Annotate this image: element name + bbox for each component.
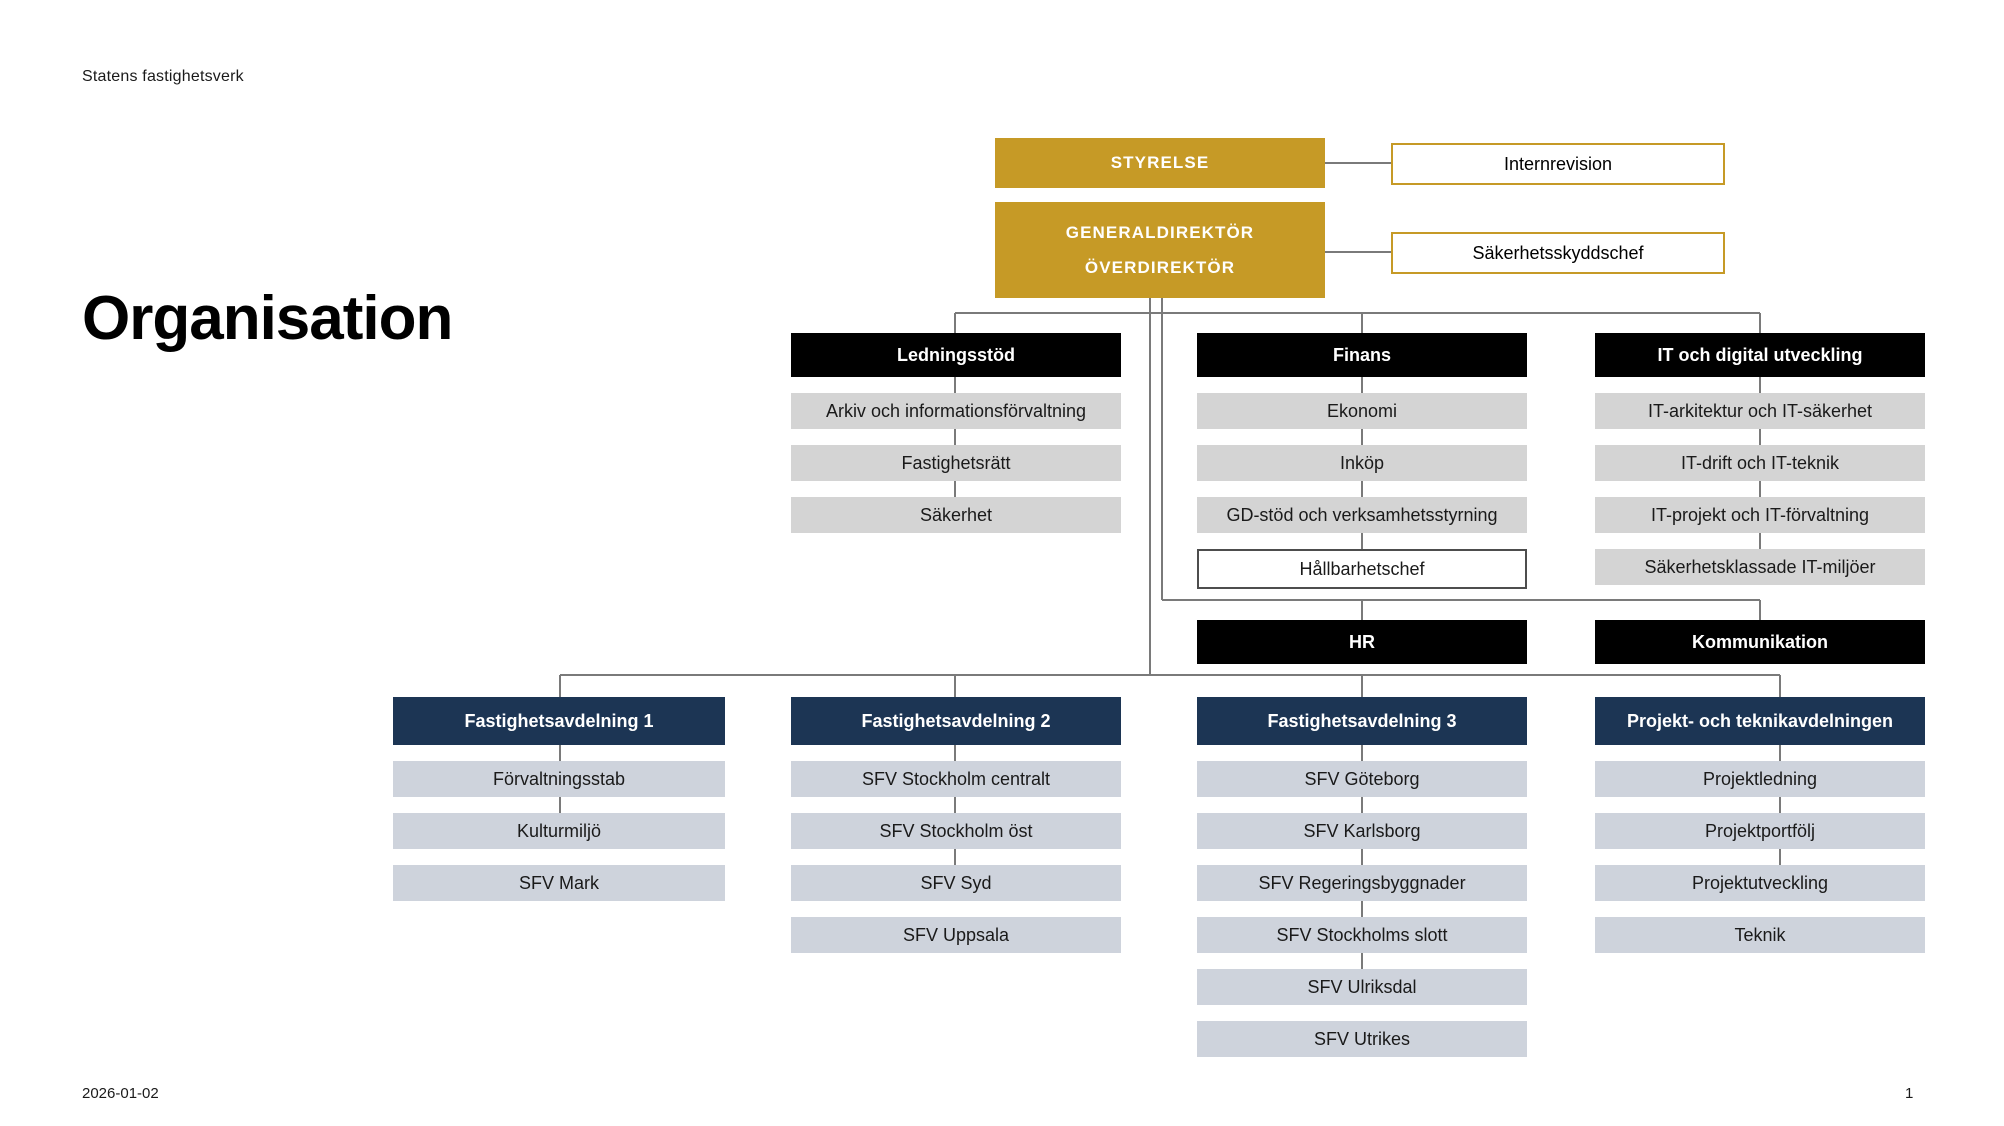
unit-label: Teknik <box>1734 924 1786 945</box>
brand-label: Statens fastighetsverk <box>82 68 244 85</box>
node-styrelse[interactable]: STYRELSE <box>995 138 1325 188</box>
node-fastighetsratt[interactable]: Fastighetsrätt <box>791 445 1121 481</box>
node-fastighetsavdelning-3-label: Fastighetsavdelning 3 <box>1267 710 1457 731</box>
node-generaldirektor-line2: ÖVERDIREKTÖR <box>1084 258 1236 277</box>
node-it-drift-och-it-teknik[interactable]: IT-drift och IT-teknik <box>1595 445 1925 481</box>
node-sfv-karlsborg[interactable]: SFV Karlsborg <box>1197 813 1527 849</box>
unit-label: Ekonomi <box>1326 400 1398 421</box>
unit-label: Projektportfölj <box>1704 820 1816 841</box>
node-gd-stod-och-verksamhetsstyrning[interactable]: GD-stöd och verksamhetsstyrning <box>1197 497 1527 533</box>
node-projekt-och-teknikavdelningen[interactable]: Projekt- och teknikavdelningen <box>1595 697 1925 745</box>
unit-label: Hållbarhetschef <box>1299 558 1425 579</box>
node-kulturmiljo[interactable]: Kulturmiljö <box>393 813 725 849</box>
node-ledningsstod-label: Ledningsstöd <box>897 344 1015 365</box>
node-projektledning[interactable]: Projektledning <box>1595 761 1925 797</box>
unit-label: SFV Utrikes <box>1313 1028 1410 1049</box>
node-styrelse-label: STYRELSE <box>1110 153 1210 173</box>
node-teknik[interactable]: Teknik <box>1595 917 1925 953</box>
unit-label: Förvaltningsstab <box>492 768 626 789</box>
unit-label: SFV Stockholms slott <box>1276 924 1448 945</box>
node-sakerhetsklassade-it-miljoer[interactable]: Säkerhetsklassade IT-miljöer <box>1595 549 1925 585</box>
page-title: Organisation <box>82 284 453 353</box>
node-it-och-digital-utveckling[interactable]: IT och digital utveckling <box>1595 333 1925 377</box>
node-sfv-ulriksdal[interactable]: SFV Ulriksdal <box>1197 969 1527 1005</box>
unit-label: SFV Karlsborg <box>1303 820 1421 841</box>
unit-label: Säkerhet <box>919 504 993 525</box>
unit-label: Säkerhetsklassade IT-miljöer <box>1644 556 1876 577</box>
node-fastighetsavdelning-1-label: Fastighetsavdelning 1 <box>464 710 654 731</box>
node-kommunikation[interactable]: Kommunikation <box>1595 620 1925 664</box>
node-projekt-och-teknikavdelningen-label: Projekt- och teknikavdelningen <box>1626 710 1894 731</box>
unit-label: Projektledning <box>1702 768 1818 789</box>
node-sakerhetsskyddschef-label: Säkerhetsskyddschef <box>1472 242 1644 263</box>
node-projektportfolj[interactable]: Projektportfölj <box>1595 813 1925 849</box>
node-ledningsstod[interactable]: Ledningsstöd <box>791 333 1121 377</box>
node-projektutveckling[interactable]: Projektutveckling <box>1595 865 1925 901</box>
node-generaldirektor[interactable]: GENERALDIREKTÖR ÖVERDIREKTÖR <box>995 202 1325 298</box>
node-sfv-uppsala[interactable]: SFV Uppsala <box>791 917 1121 953</box>
unit-label: IT-arkitektur och IT-säkerhet <box>1647 400 1873 421</box>
node-hr[interactable]: HR <box>1197 620 1527 664</box>
node-hr-label: HR <box>1349 631 1375 652</box>
node-sfv-goteborg[interactable]: SFV Göteborg <box>1197 761 1527 797</box>
node-fastighetsavdelning-2[interactable]: Fastighetsavdelning 2 <box>791 697 1121 745</box>
node-forvaltningsstab[interactable]: Förvaltningsstab <box>393 761 725 797</box>
unit-label: SFV Uppsala <box>902 924 1010 945</box>
node-generaldirektor-line1: GENERALDIREKTÖR <box>1065 222 1255 242</box>
unit-label: SFV Mark <box>518 872 599 893</box>
node-inkop[interactable]: Inköp <box>1197 445 1527 481</box>
node-sakerhetsskyddschef[interactable]: Säkerhetsskyddschef <box>1391 232 1725 274</box>
unit-label: Fastighetsrätt <box>901 452 1011 473</box>
unit-label: SFV Syd <box>920 872 992 893</box>
unit-label: IT-drift och IT-teknik <box>1680 452 1840 473</box>
unit-label: Projektutveckling <box>1691 872 1829 893</box>
node-sfv-stockholm-centralt[interactable]: SFV Stockholm centralt <box>791 761 1121 797</box>
node-fastighetsavdelning-1[interactable]: Fastighetsavdelning 1 <box>393 697 725 745</box>
node-kommunikation-label: Kommunikation <box>1691 631 1828 652</box>
node-finans[interactable]: Finans <box>1197 333 1527 377</box>
node-internrevision[interactable]: Internrevision <box>1391 143 1725 185</box>
node-finans-label: Finans <box>1332 344 1391 365</box>
node-sfv-stockholms-slott[interactable]: SFV Stockholms slott <box>1197 917 1527 953</box>
unit-label: SFV Regeringsbyggnader <box>1258 872 1466 893</box>
node-sfv-syd[interactable]: SFV Syd <box>791 865 1121 901</box>
node-sfv-regeringsbyggnader[interactable]: SFV Regeringsbyggnader <box>1197 865 1527 901</box>
node-it-arkitektur-och-it-sakerhet[interactable]: IT-arkitektur och IT-säkerhet <box>1595 393 1925 429</box>
unit-label: Kulturmiljö <box>516 820 602 841</box>
node-internrevision-label: Internrevision <box>1503 153 1613 174</box>
node-sfv-stockholm-ost[interactable]: SFV Stockholm öst <box>791 813 1121 849</box>
unit-label: IT-projekt och IT-förvaltning <box>1650 504 1870 525</box>
node-fastighetsavdelning-3[interactable]: Fastighetsavdelning 3 <box>1197 697 1527 745</box>
unit-label: SFV Stockholm centralt <box>861 768 1051 789</box>
unit-label: SFV Ulriksdal <box>1307 976 1417 997</box>
node-it-projekt-och-it-forvaltning[interactable]: IT-projekt och IT-förvaltning <box>1595 497 1925 533</box>
node-hallbarhetschef[interactable]: Hållbarhetschef <box>1197 549 1527 589</box>
node-it-label: IT och digital utveckling <box>1657 344 1863 365</box>
node-sfv-utrikes[interactable]: SFV Utrikes <box>1197 1021 1527 1057</box>
node-sakerhet[interactable]: Säkerhet <box>791 497 1121 533</box>
unit-label: Arkiv och informationsförvaltning <box>825 400 1087 421</box>
node-ekonomi[interactable]: Ekonomi <box>1197 393 1527 429</box>
footer-date: 2026-01-02 <box>82 1085 159 1102</box>
unit-label: SFV Stockholm öst <box>879 820 1033 841</box>
node-arkiv-och-informationsforvaltning[interactable]: Arkiv och informationsförvaltning <box>791 393 1121 429</box>
unit-label: SFV Göteborg <box>1304 768 1420 789</box>
node-sfv-mark[interactable]: SFV Mark <box>393 865 725 901</box>
footer-page-number: 1 <box>1905 1085 1914 1102</box>
unit-label: GD-stöd och verksamhetsstyrning <box>1226 504 1498 525</box>
unit-label: Inköp <box>1339 452 1385 473</box>
node-fastighetsavdelning-2-label: Fastighetsavdelning 2 <box>861 710 1051 731</box>
